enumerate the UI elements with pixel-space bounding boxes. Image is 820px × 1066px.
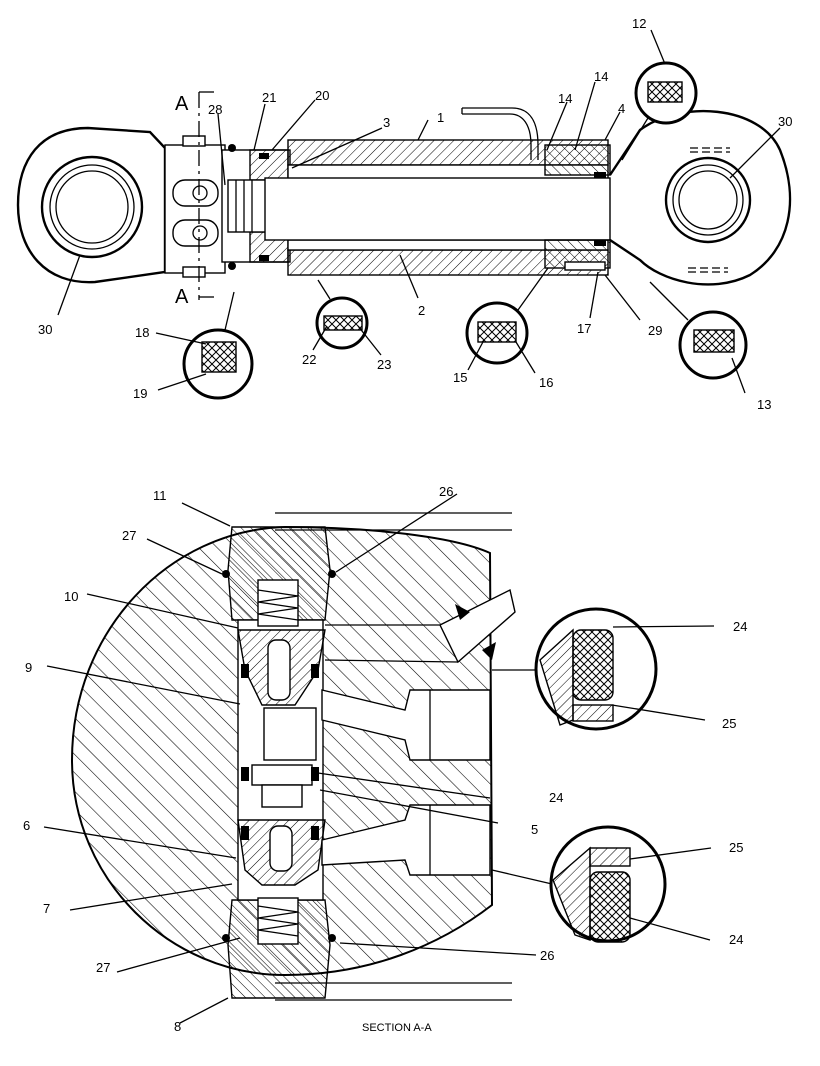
leaders-upper <box>57 29 781 394</box>
callout-24b: 24 <box>549 790 563 805</box>
callout-5: 5 <box>531 822 538 837</box>
section-caption: SECTION A-A <box>362 1022 432 1034</box>
callout-8: 8 <box>174 1019 181 1034</box>
callout-27b: 27 <box>96 960 110 975</box>
right-eye-end <box>609 109 792 286</box>
callout-27a: 27 <box>122 528 136 543</box>
callout-1: 1 <box>437 110 444 125</box>
callout-25b: 25 <box>729 840 743 855</box>
callout-7: 7 <box>43 901 50 916</box>
callout-11: 11 <box>153 488 167 503</box>
callout-10: 10 <box>64 589 78 604</box>
callout-28: 28 <box>208 102 222 117</box>
section-mark-a: A A <box>175 91 214 308</box>
callout-14a: 14 <box>558 91 572 106</box>
callout-19: 19 <box>133 386 147 401</box>
callout-26b: 26 <box>540 948 554 963</box>
callouts-upper: 1 2 3 4 12 13 14 14 15 16 17 18 19 20 21… <box>38 16 792 412</box>
section-label-top: A <box>175 93 189 115</box>
section-label-bottom: A <box>175 286 189 308</box>
section-a-a-view: 5 6 7 8 9 10 11 24 24 24 25 25 26 26 27 … <box>23 484 747 1034</box>
callout-20: 20 <box>315 88 329 103</box>
callout-24c: 24 <box>729 932 743 947</box>
callout-6: 6 <box>23 818 30 833</box>
cylinder-barrel <box>221 107 611 276</box>
cylinder-assembly: A A <box>16 16 792 412</box>
callout-9: 9 <box>25 660 32 675</box>
callout-14b: 14 <box>594 69 608 84</box>
left-eye-end <box>16 126 226 284</box>
callout-21: 21 <box>262 90 276 105</box>
callout-24a: 24 <box>733 619 747 634</box>
callout-4: 4 <box>618 101 625 116</box>
callout-25a: 25 <box>722 716 736 731</box>
callout-2: 2 <box>418 303 425 318</box>
callouts-lower: 5 6 7 8 9 10 11 24 24 24 25 25 26 26 27 … <box>23 484 747 1034</box>
callout-17: 17 <box>577 321 591 336</box>
callout-18: 18 <box>135 325 149 340</box>
callout-29: 29 <box>648 323 662 338</box>
callout-13: 13 <box>757 397 771 412</box>
callout-16: 16 <box>539 375 553 390</box>
callout-12: 12 <box>632 16 646 31</box>
callout-23: 23 <box>377 357 391 372</box>
callout-30a: 30 <box>38 322 52 337</box>
callout-26a: 26 <box>439 484 453 499</box>
callout-30b: 30 <box>778 114 792 129</box>
callout-15: 15 <box>453 370 467 385</box>
detail-bubbles-upper <box>182 61 748 400</box>
callout-22: 22 <box>302 352 316 367</box>
callout-3: 3 <box>383 115 390 130</box>
